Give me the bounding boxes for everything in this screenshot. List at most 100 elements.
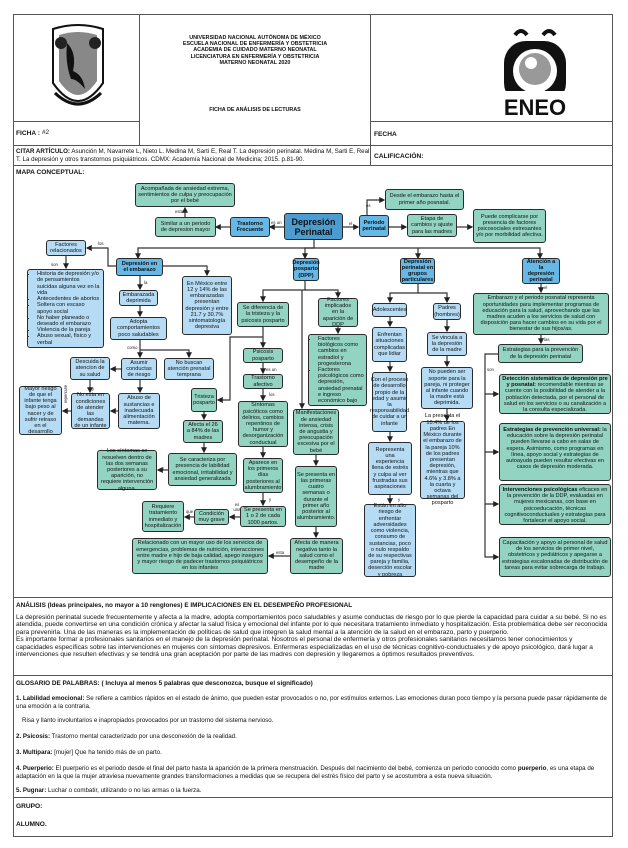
node-representa: Representa una experiencia llena de estr… <box>368 442 412 495</box>
node-mayor-riesgo: Mayor riesgo de que el infante tenga baj… <box>19 386 62 435</box>
institution-line: ESCUELA NACIONAL DE ENFERMERÍA Y OBSTETR… <box>182 41 328 48</box>
link-label: como <box>127 345 138 350</box>
connector <box>484 353 500 397</box>
node-manifestaciones: Manifestaciones de ansiedad intensa, cri… <box>293 409 339 455</box>
glossary-definition: Luchar o combatir, utilizando o no las a… <box>46 787 202 794</box>
strategy-title: Detección sistemática de depresión pre y… <box>502 376 608 389</box>
node-descuida: Descuida la atencion de su salud <box>70 357 110 380</box>
node-abuso: Abuso de sustancias e inadecuada aliment… <box>118 393 160 429</box>
glossary-definition: [mujer] Que ha tenido más de un parto. <box>52 749 162 756</box>
node-adopta: Adopta comportamientos poco saludables <box>110 317 167 340</box>
fecha-label: FECHA <box>374 131 397 138</box>
node-enfrentan: Enfrentan situaciones complicadas que li… <box>372 327 407 362</box>
glossary-term: 5. Pugnar: <box>16 787 47 794</box>
node-grupos: Depresión perinatal en grupos particular… <box>400 258 435 284</box>
grupo-alumno-section[interactable]: GRUPO: ALUMNO. <box>13 797 613 837</box>
node-adolescentes: Adolescentes <box>372 303 407 317</box>
connector <box>216 327 264 403</box>
link-label: que <box>186 509 194 514</box>
strategy-text: Capacitación y apoyo al personal de salu… <box>502 540 608 571</box>
link-label: esta <box>276 550 285 555</box>
node-padres: Padres (hombres) <box>433 303 461 320</box>
node-estrategias-prevencion: Estrategias para la prevención de la dep… <box>498 344 583 363</box>
node-se-presenta-1000: Se presenta en 1 o 2 de cada 1000 partos… <box>240 506 286 527</box>
node-strategy: Intervenciones psicológicas eficaces en … <box>499 484 611 525</box>
strategy-title: Intervenciones psicológicas <box>502 487 578 493</box>
logo-cell-right: ENEO <box>370 14 613 122</box>
link-label: son <box>51 262 58 267</box>
node-depresion-perinatal: Depresión Perinatal <box>284 213 343 240</box>
glossary-title: GLOSARIO DE PALABRAS: ( Incluya al menos… <box>16 680 313 687</box>
glossary-definition: El puerperio es el periodo desde el fina… <box>53 765 518 772</box>
glossary-definition: , es una etapa de adaptación en la que l… <box>16 765 595 780</box>
node-se-vincula: Se vincula a la depresión de la madre <box>427 332 467 356</box>
glossary-term: 4. Puerperio: <box>16 765 54 772</box>
glossary-term: 1. Labilidad emocional: <box>16 695 85 702</box>
link-label: las <box>544 337 550 342</box>
node-afecta-26: Afecta el 26 a 84% de las madres <box>183 420 223 443</box>
node-con-proceso: Con el proceso de desarrollo propio de l… <box>370 372 409 432</box>
node-factores-implicados-list: Factores biológicos como cambios en estr… <box>308 334 367 406</box>
node-sintomas-resuelven: Los síntomas se resuelven dentro de las … <box>97 448 157 492</box>
glossary-entry: 1. Labilidad emocional: Se refiere a cam… <box>16 695 608 710</box>
node-no-pueden: No pueden ser soporte para la pareja, ni… <box>421 367 473 409</box>
connector <box>484 452 500 507</box>
node-no-esta: No esta en condiciones de atender las de… <box>71 392 110 429</box>
node-strategy: Capacitación y apoyo al personal de salu… <box>499 537 611 577</box>
logo-cell-left <box>13 14 140 122</box>
glossary-entry: 4. Puerperio: El puerperio es el periodo… <box>16 765 608 780</box>
svg-text:ENEO: ENEO <box>504 95 566 119</box>
node-tristeza: Tristeza posparto <box>191 388 217 412</box>
node-condicion-grave: Condición muy grave <box>194 509 229 525</box>
analysis-paragraph: La depresión perinatal sucede frecuentem… <box>16 614 608 636</box>
node-trastorno-frecuente: Trastorno Frecuente <box>230 217 270 237</box>
alumno-label: ALUMNO. <box>16 821 47 828</box>
node-no-buscan: No buscan atención prenatal temprana <box>164 358 214 380</box>
glossary-term: 3. Multipara: <box>16 749 53 756</box>
strategy-title: Estrategias de prevención universal: <box>503 427 601 433</box>
institution-line: ACADEMIA DE CUIDADO MATERNO NEONATAL <box>193 47 317 54</box>
list-item: Factores psicológicos como depresión, an… <box>318 367 364 404</box>
glossary-emphasis: puerperio <box>517 765 547 772</box>
glossary-entry: 2. Psicosis: Trastorno mental caracteriz… <box>16 733 608 741</box>
node-acompanada: Acompañada de ansiedad extrema, sentimie… <box>135 183 235 207</box>
node-puede-complicarse: Puede complicarse por presencia de facto… <box>473 209 546 243</box>
connector <box>484 394 500 455</box>
node-factores-list: Historia de depresión y/o de pensamiento… <box>27 269 104 348</box>
node-psicosis: Psicosis posparto <box>243 348 283 363</box>
node-trastorno-afectivo: Trastorno afectivo <box>243 374 283 389</box>
citation-text: Asunción M, Navarrete L, Nieto L. Medina… <box>16 148 370 163</box>
list-item: Factores biológicos como cambios en estr… <box>318 336 364 367</box>
calificacion-label: CALIFICACIÓN: <box>374 153 424 160</box>
list-item: Abuso sexual, físico y verbal <box>37 333 101 345</box>
node-aparece: Aparece en los primeros días posteriores… <box>243 458 283 493</box>
link-label: es un <box>266 367 277 372</box>
node-strategy: Detección sistemática de depresión pre y… <box>499 374 611 414</box>
node-se-presenta-semanas: Se presenta en las primeras cuatro seman… <box>295 466 337 527</box>
link-label: es una <box>233 502 241 512</box>
connector <box>163 265 210 277</box>
connector <box>260 281 306 303</box>
institution-line: UNIVERSIDAD NACIONAL AUTÓNOMA DE MÉXICO <box>189 35 321 41</box>
citar-label: CITAR ARTÍCULO: <box>16 148 70 155</box>
node-dpp: Depresión posparto (DPP) <box>292 258 320 281</box>
glossary-definition: Se refiere a cambios rápidos en el estad… <box>16 695 607 710</box>
node-embarazo-periodo: Embarazo y el periodo posnatal represent… <box>473 293 609 335</box>
institution-line: LICENCIATURA EN ENFERMERÍA Y OBSTETRICIA <box>190 53 320 60</box>
node-periodo-perinatal: Periodo perinatal <box>359 215 389 237</box>
connector <box>302 247 314 260</box>
strategy-text: eficaces en la prevención de la DDP, eva… <box>504 487 608 525</box>
connector <box>135 240 315 260</box>
link-label: es <box>366 203 371 208</box>
connector <box>387 284 419 304</box>
glossary-term: 2. Psicosis: <box>16 733 51 740</box>
unam-seal-logo <box>52 24 104 106</box>
node-similar: Similar a un periodo de depresion mayor <box>155 217 216 237</box>
institution-line: MATERNO NEONATAL 2020 <box>219 59 291 66</box>
ficha-value: #2 <box>42 129 50 136</box>
node-factores-implicados: Factores implicados en la aparición de D… <box>318 297 358 328</box>
strategy-text: la educación sobre la depresión perinata… <box>506 427 607 471</box>
connector <box>140 349 192 359</box>
grupo-label: GRUPO: <box>16 803 43 810</box>
